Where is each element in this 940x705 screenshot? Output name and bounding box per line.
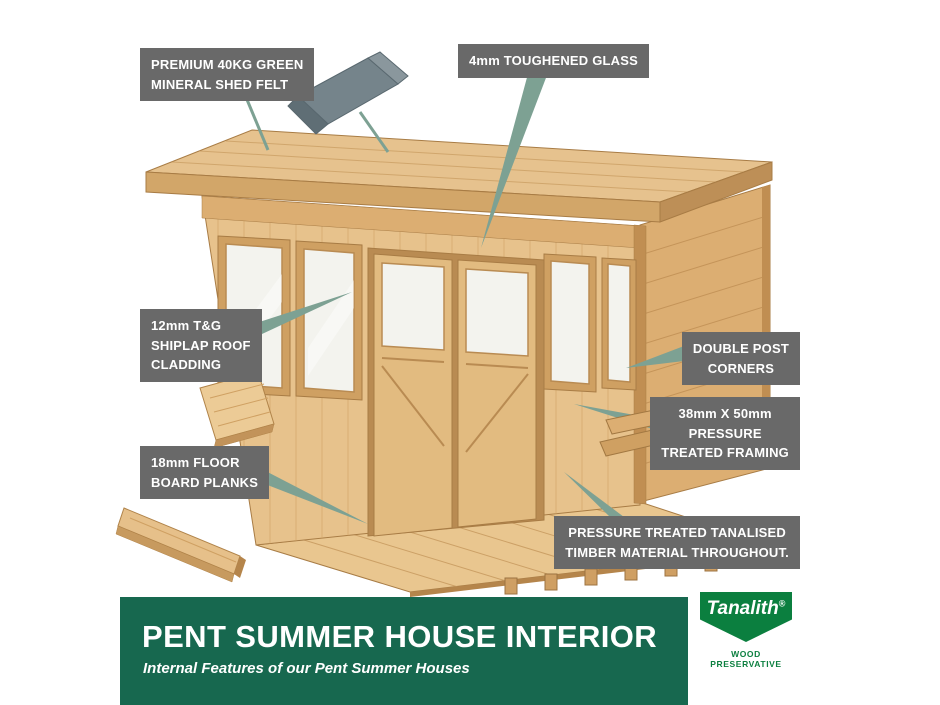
callout-double-post-corners: DOUBLE POST CORNERS <box>681 332 800 385</box>
leader-shiplap <box>247 292 352 341</box>
door-right <box>457 259 537 528</box>
leader-felt-2 <box>358 111 390 153</box>
floor-plank-prop <box>115 507 246 583</box>
callout-pressure-treated-framing: 38mm X 50mm PRESSURE TREATED FRAMING <box>650 397 800 470</box>
logo-tagline: WOOD PRESERVATIVE <box>710 649 782 669</box>
callout-shed-felt: PREMIUM 40KG GREEN MINERAL SHED FELT <box>140 48 315 101</box>
door-left <box>373 253 453 537</box>
callout-floor-planks: 18mm FLOOR BOARD PLANKS <box>140 446 270 499</box>
callout-tanalised-timber: PRESSURE TREATED TANALISED TIMBER MATERI… <box>554 516 800 569</box>
tanalith-shield-icon: Tanalith® <box>700 592 792 642</box>
callout-toughened-glass: 4mm TOUGHENED GLASS <box>458 44 649 78</box>
pent-roof <box>145 129 773 223</box>
felt-sheet-graphic <box>287 51 409 135</box>
tanalith-logo: Tanalith® WOOD PRESERVATIVE <box>700 592 792 669</box>
windows <box>217 235 637 401</box>
leader-glass <box>481 70 549 248</box>
leader-tanalised <box>564 472 624 517</box>
page-title: PENT SUMMER HOUSE INTERIOR <box>142 619 658 654</box>
window-2 <box>295 240 363 401</box>
leader-corners <box>626 346 684 368</box>
leader-floor <box>252 464 368 524</box>
logo-brand-text: Tanalith® <box>706 598 786 619</box>
double-doors <box>367 247 545 537</box>
page-subtitle: Internal Features of our Pent Summer Hou… <box>143 660 470 677</box>
window-4 <box>601 257 637 391</box>
window-3 <box>543 253 597 393</box>
callout-shiplap-cladding: 12mm T&G SHIPLAP ROOF CLADDING <box>140 309 262 382</box>
title-banner: PENT SUMMER HOUSE INTERIOR Internal Feat… <box>120 597 688 705</box>
